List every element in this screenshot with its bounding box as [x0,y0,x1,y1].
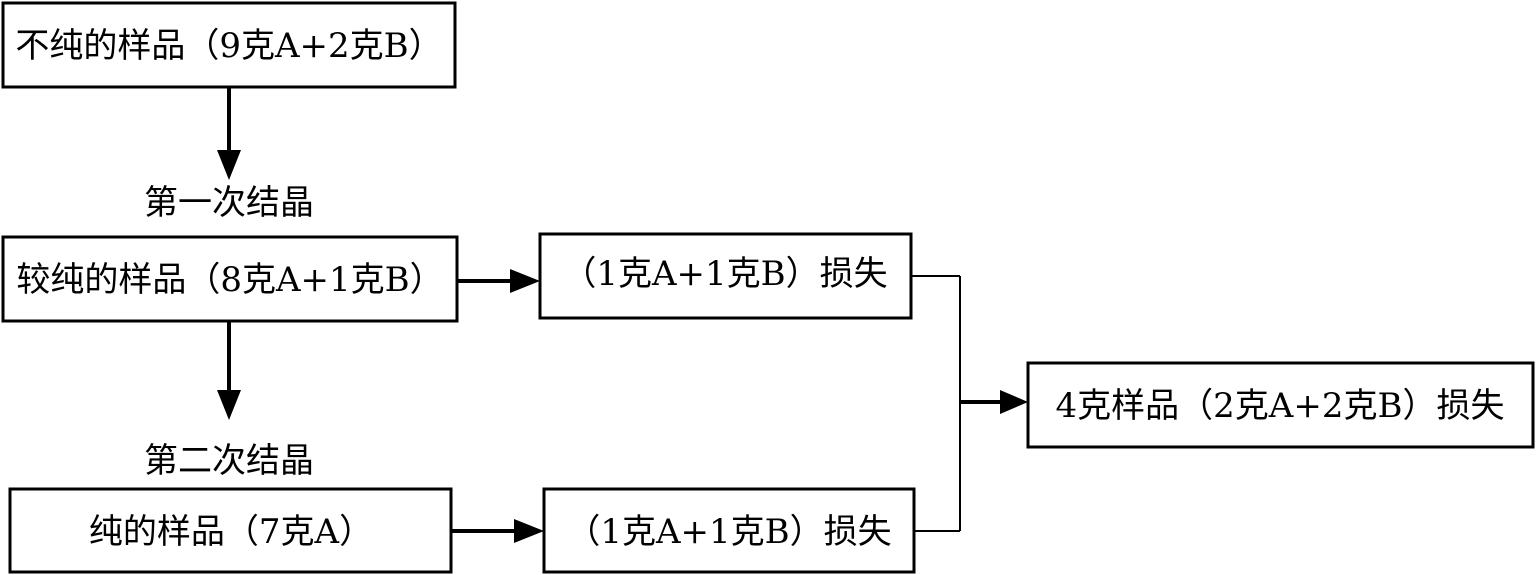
node-loss-2: （1克A+1克B）损失 [542,487,916,574]
node-purer-sample: 较纯的样品（8克A+1克B） [1,235,459,323]
arrow-merge-to-total-loss [960,390,1028,414]
node-pure-sample-label: 纯的样品（7克A） [89,512,373,552]
node-purer-sample-label: 较纯的样品（8克A+1克B） [16,260,443,300]
node-impure-sample-label: 不纯的样品（9克A+2克B） [15,26,442,66]
step-first-crystallization-label: 第一次结晶 [144,183,314,223]
arrow-impure-to-purer [217,87,241,180]
arrow-purer-to-loss1 [457,269,540,293]
arrow-pure-to-loss2 [451,519,544,543]
arrow-purer-to-pure [217,321,241,420]
merge-bracket [911,275,961,532]
node-impure-sample: 不纯的样品（9克A+2克B） [1,1,457,89]
step-second-crystallization-label: 第二次结晶 [144,441,314,481]
node-pure-sample: 纯的样品（7克A） [8,487,453,574]
node-loss-2-label: （1克A+1克B）损失 [566,512,891,552]
node-total-loss-label: 4克样品（2克A+2克B）损失 [1056,386,1505,426]
node-total-loss: 4克样品（2克A+2克B）损失 [1026,361,1535,449]
node-loss-1: （1克A+1克B）损失 [538,232,913,320]
node-loss-1-label: （1克A+1克B）损失 [562,254,887,294]
